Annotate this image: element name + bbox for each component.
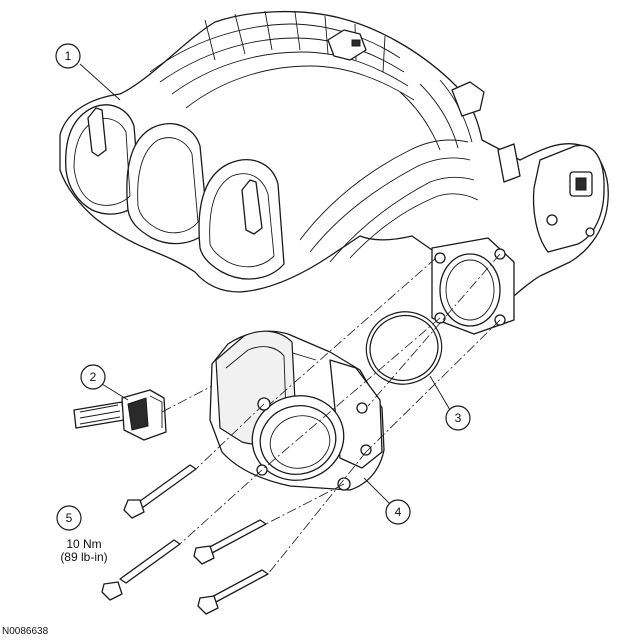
callout-4-number: 4 bbox=[395, 505, 402, 519]
throttle-body-gasket bbox=[365, 311, 443, 385]
callout-2: 2 bbox=[80, 364, 129, 401]
callout-1: 1 bbox=[55, 43, 121, 101]
figure-id: N0086638 bbox=[2, 626, 49, 637]
callout-3-number: 3 bbox=[455, 411, 462, 425]
bolt bbox=[101, 539, 181, 601]
torque-spec-imperial: (89 lb-in) bbox=[60, 550, 108, 564]
tp-sensor-connector bbox=[73, 389, 167, 441]
callout-2-number: 2 bbox=[90, 370, 97, 384]
callout-5: 5 bbox=[56, 505, 82, 531]
torque-spec-metric: 10 Nm bbox=[66, 537, 102, 551]
callout-1-number: 1 bbox=[65, 49, 72, 63]
throttle-body-bolts bbox=[101, 464, 269, 615]
throttle-body bbox=[209, 330, 385, 491]
callout-3: 3 bbox=[429, 375, 471, 431]
bolt bbox=[197, 569, 269, 615]
callout-5-number: 5 bbox=[66, 511, 73, 525]
bolt bbox=[123, 464, 197, 519]
callout-4: 4 bbox=[363, 477, 411, 525]
intake-manifold bbox=[59, 10, 609, 335]
bolt bbox=[193, 519, 267, 565]
alignment-lines bbox=[161, 253, 501, 575]
